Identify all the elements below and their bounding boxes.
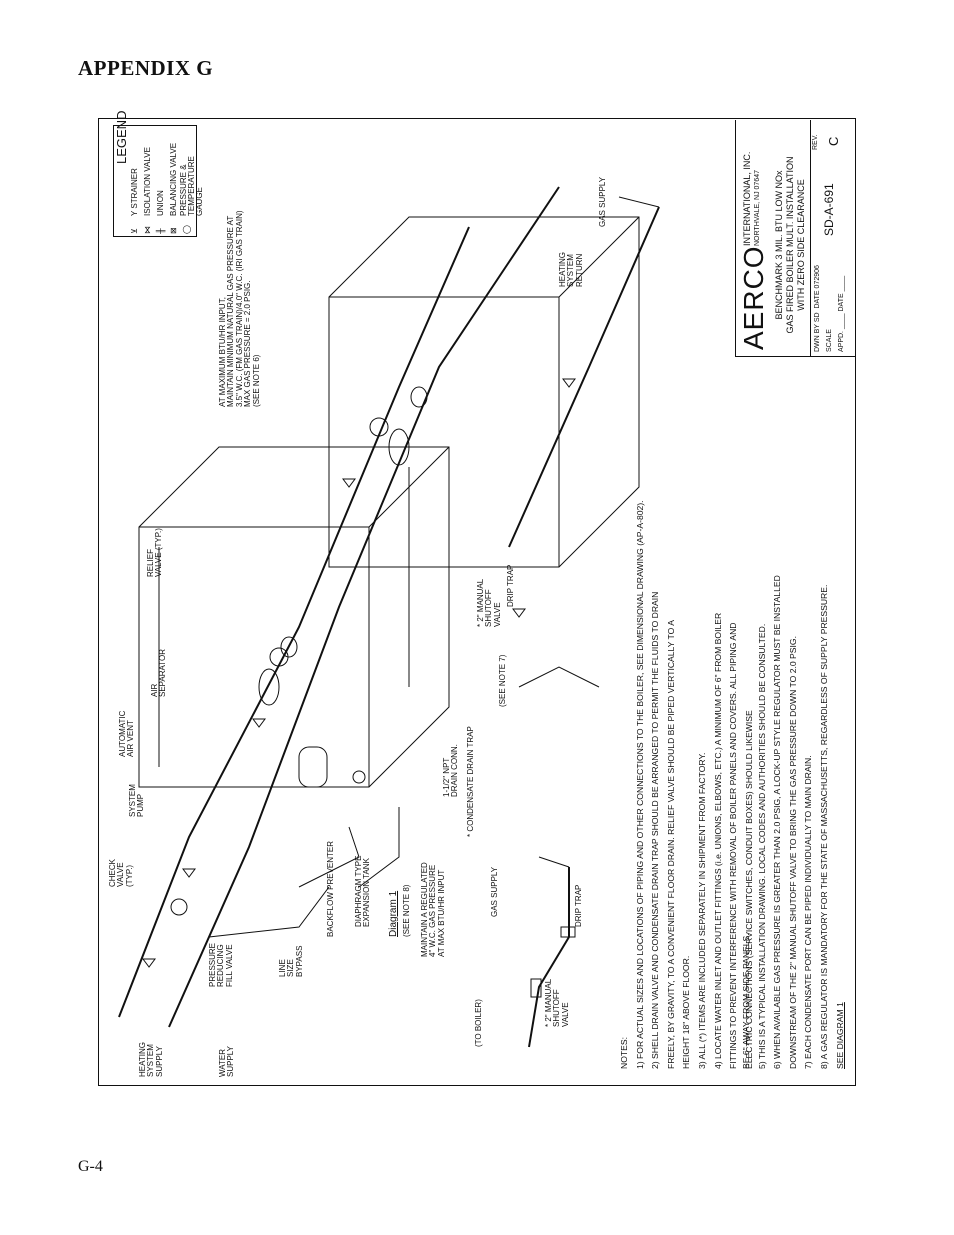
drawing-number: SD-A-691 — [822, 183, 836, 236]
legend-row: ⊻ Y STRAINER — [130, 168, 139, 234]
appd: APPD. ____ DATE ____ — [838, 275, 845, 352]
diagram1-see-note: (SEE NOTE 8) — [402, 884, 411, 937]
diagram1-title: Diagram 1 — [388, 890, 399, 937]
y-strainer-icon: ⊻ — [130, 228, 139, 234]
label-gas-note: AT MAXIMUM BTU/HR INPUT,MAINTAIN MINIMUM… — [218, 210, 261, 407]
title-block: AERCO INTERNATIONAL, INC. NORTHVALE, NJ … — [735, 120, 856, 357]
legend-row: ╫ UNION — [156, 190, 165, 234]
rev-label: REV. — [812, 134, 819, 150]
gauge-icon: ◯ — [182, 225, 191, 234]
diagram1-to-boiler: (TO BOILER) — [474, 999, 483, 1047]
label-see-note-7: (SEE NOTE 7) — [498, 654, 507, 707]
legend-row: ◯ PRESSURE &TEMPERATURE GAUGE — [179, 156, 204, 234]
label-backflow: BACKFLOW PREVENTER — [326, 840, 335, 937]
note-line: 4) LOCATE WATER INLET AND OUTLET FITTING… — [712, 612, 723, 1069]
legend-title: LEGEND — [114, 110, 129, 164]
legend: LEGEND ⊻ Y STRAINER ⋈ ISOLATION VALVE ╫ … — [113, 111, 204, 237]
company-name: INTERNATIONAL, INC. — [742, 151, 752, 246]
diagram1-gas-supply: GAS SUPPLY — [490, 866, 499, 917]
note-line: 3) ALL (*) ITEMS ARE INCLUDED SEPARATELY… — [696, 752, 707, 1069]
label-gas-supply: GAS SUPPLY — [598, 176, 607, 227]
aerco-logo: AERCO — [738, 245, 769, 350]
union-icon: ╫ — [156, 228, 165, 234]
company-address: NORTHVALE, NJ 07647 — [754, 170, 761, 246]
legend-row: ⋈ ISOLATION VALVE — [143, 147, 152, 234]
notes-title: NOTES: — [619, 1037, 629, 1069]
scale: SCALE — [826, 329, 833, 352]
note-line: FREELY, BY GRAVITY, TO A CONVENIENT FLOO… — [665, 620, 676, 1069]
balancing-valve-icon: ⊠ — [169, 227, 178, 234]
dwn-by: DWN BY SD DATE 072906 — [814, 265, 821, 352]
label-drip-trap: DRIP TRAP — [506, 564, 515, 607]
piping-diagram — [118, 186, 660, 1048]
isolation-valve-icon: ⋈ — [143, 226, 152, 234]
note-line: 2) SHELL DRAIN VALVE AND CONDENSATE DRAI… — [650, 591, 661, 1069]
page-number: G-4 — [78, 1158, 103, 1175]
note-line: HEIGHT 18" ABOVE FLOOR. — [681, 955, 692, 1069]
label-condensate-trap: * CONDENSATE DRAIN TRAP — [466, 726, 475, 837]
rev-value: C — [826, 136, 841, 146]
page-title: APPENDIX G — [78, 56, 214, 80]
note-line: 1) FOR ACTUAL SIZES AND LOCATIONS OF PIP… — [634, 500, 645, 1069]
diagram1-drip-trap: DRIP TRAP — [574, 884, 583, 927]
